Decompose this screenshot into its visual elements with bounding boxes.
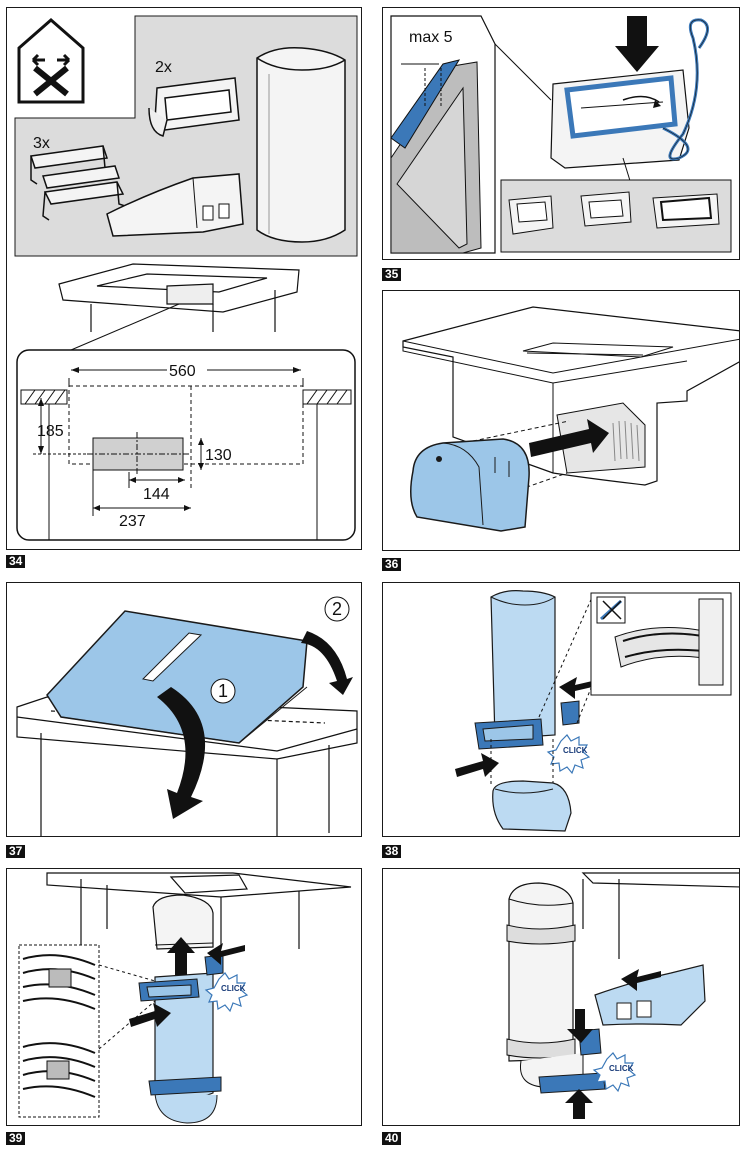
outlet-cover-part	[410, 438, 530, 532]
outlet-variants	[500, 179, 732, 253]
duct-bend-part	[492, 780, 572, 832]
flat-duct-part	[256, 46, 346, 243]
step-39-number: 39	[6, 1132, 26, 1145]
dimension-detail: 560 185 130 144 237	[16, 349, 356, 541]
cooktop-underside-drawing	[46, 872, 352, 949]
step-40-number: 40	[382, 1132, 402, 1145]
transition-piece-part	[106, 173, 244, 237]
cooktop-part	[46, 610, 308, 744]
step-39-panel: CLICK	[6, 868, 362, 1126]
dim-height-offset-label: 185	[37, 423, 64, 440]
clip-joint-detail	[18, 944, 100, 1118]
click-burst-icon: CLICK	[592, 1052, 637, 1093]
dim-width-label: 560	[169, 363, 196, 380]
step-34-panel: 2x 3x	[6, 7, 362, 550]
step-37-panel: 1 2	[6, 582, 362, 837]
duct-clip-part	[474, 700, 580, 750]
push-arrow-icon	[129, 937, 245, 1027]
duct-clip-part	[30, 145, 126, 221]
duct-tube-part	[490, 590, 556, 740]
outlet-seal-drawing	[550, 18, 709, 169]
dim-opening-width-label: 144	[143, 486, 170, 503]
step-38-number: 38	[382, 845, 402, 858]
click-burst-icon: CLICK	[546, 734, 591, 775]
step-36-panel	[382, 290, 740, 551]
push-arrow-icon	[529, 419, 609, 457]
step-36-number: 36	[382, 558, 402, 571]
max-gap-label: max 5	[409, 29, 453, 46]
step-35-number: 35	[382, 268, 402, 281]
click-label: CLICK	[221, 984, 246, 993]
push-arrow-icon	[615, 16, 659, 72]
cooktop-underside-drawing	[581, 872, 739, 959]
click-burst-icon: CLICK	[204, 972, 249, 1013]
order-2-label: 2	[332, 599, 342, 619]
gap-detail: max 5	[390, 15, 496, 254]
order-1-label: 1	[218, 681, 228, 701]
step-37-number: 37	[6, 845, 26, 858]
dim-opening-height-label: 130	[205, 447, 232, 464]
qty-bends-label: 2x	[155, 59, 172, 76]
qty-clips-label: 3x	[33, 135, 50, 152]
transition-piece-part	[594, 964, 706, 1026]
cooktop-cutout-drawing	[58, 263, 300, 332]
click-label: CLICK	[609, 1064, 634, 1073]
duct-tube-part	[506, 882, 584, 1088]
step-34-number: 34	[6, 555, 26, 568]
step-38-panel: CLICK	[382, 582, 740, 837]
click-label: CLICK	[563, 746, 588, 755]
rotate-arrow-icon	[157, 631, 353, 819]
wrench-crossed-icon	[599, 599, 623, 621]
push-arrow-icon	[565, 969, 661, 1119]
clip-mount-detail	[590, 592, 732, 696]
step-35-panel: max 5	[382, 7, 740, 260]
dim-offset-width-label: 237	[119, 513, 146, 530]
no-tools-icon	[17, 18, 85, 104]
step-40-panel: CLICK	[382, 868, 740, 1126]
duct-bend-part	[148, 77, 240, 137]
